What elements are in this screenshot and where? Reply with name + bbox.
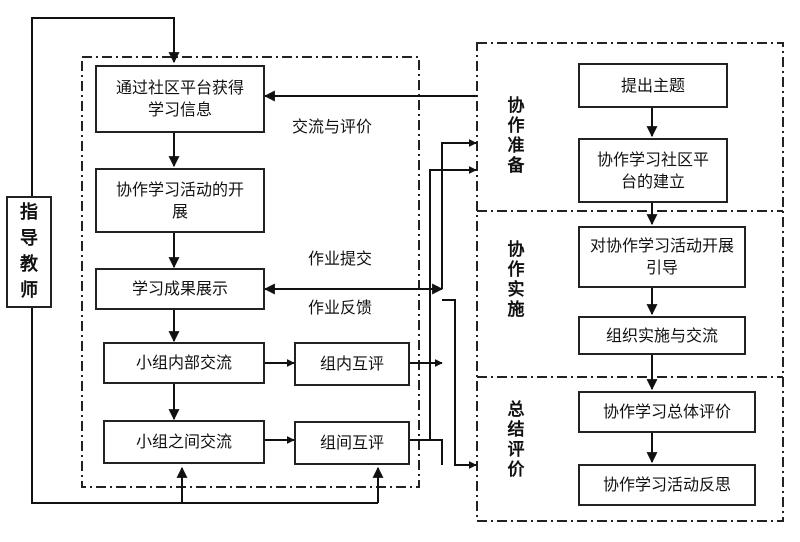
organize-box: 组织实施与交流 xyxy=(578,316,746,355)
label-homework-submit: 作业提交 xyxy=(308,249,373,268)
build-platform-box: 协作学习社区平台的建立 xyxy=(578,138,728,203)
left-panel-border xyxy=(81,56,420,488)
bus-line-bottom xyxy=(442,299,477,469)
get-info-box: 通过社区平台获得学习信息 xyxy=(95,65,265,133)
show-results-box: 学习成果展示 xyxy=(95,268,265,310)
overall-eval-box: 协作学习总体评价 xyxy=(578,391,756,433)
bus-line-mid xyxy=(410,166,477,441)
right-panel-border xyxy=(476,42,784,522)
start-activity-box: 协作学习活动的开展 xyxy=(95,168,265,233)
teacher-loop-top xyxy=(31,17,180,196)
guide-teacher-box: 指导教师 xyxy=(6,196,52,308)
bus-line-upper xyxy=(441,139,477,289)
peer-review-between-box: 组间互评 xyxy=(294,421,410,465)
stage-implement-label: 协作实施 xyxy=(507,240,525,320)
label-homework-feedback: 作业反馈 xyxy=(308,298,373,317)
bus-line-lower xyxy=(410,439,443,465)
peer-review-in-box: 组内互评 xyxy=(294,342,410,386)
propose-theme-box: 提出主题 xyxy=(578,63,728,108)
label-exchange-eval: 交流与评价 xyxy=(292,117,373,136)
stage-prepare-label: 协作准备 xyxy=(507,96,525,176)
group-internal-box: 小组内部交流 xyxy=(103,342,265,384)
stage-summary-label: 总结评价 xyxy=(507,400,525,480)
group-between-box: 小组之间交流 xyxy=(103,420,265,464)
teacher-loop-bottom xyxy=(31,307,378,504)
guide-activity-box: 对协作学习活动开展引导 xyxy=(578,226,746,288)
reflect-box: 协作学习活动反思 xyxy=(578,464,756,506)
